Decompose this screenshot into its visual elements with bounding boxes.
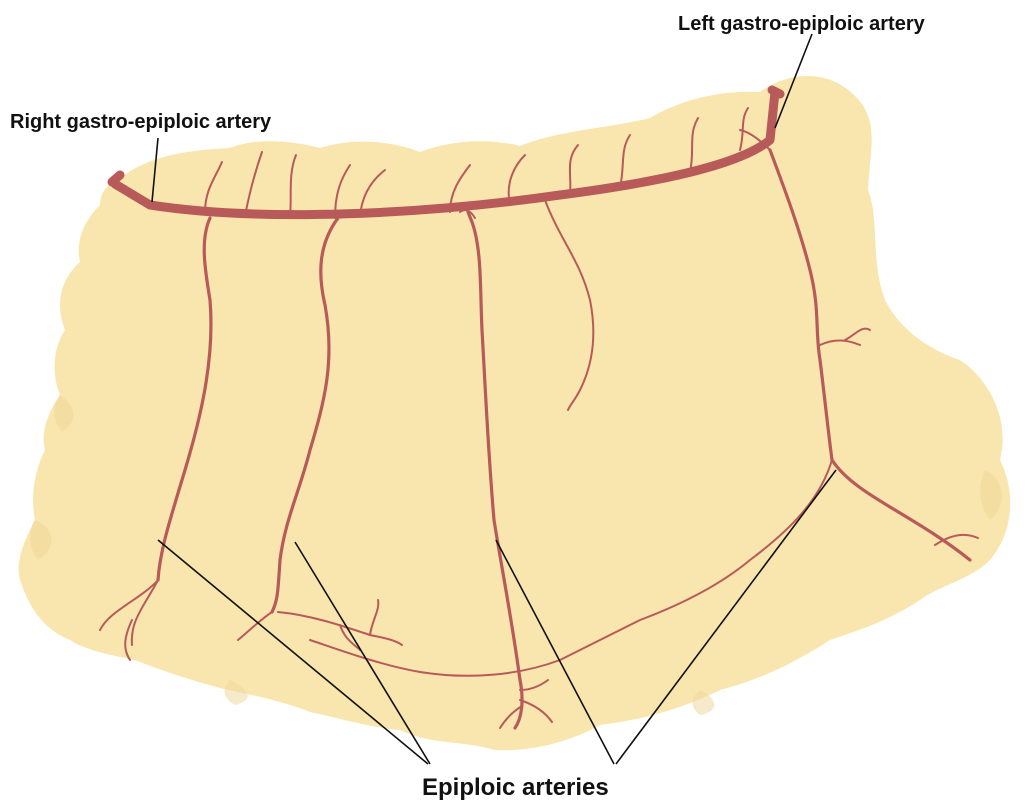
right-artery-cut-end xyxy=(112,175,120,182)
left-artery-cut-end xyxy=(772,90,780,94)
label-right-gastroepiploic-artery: Right gastro-epiploic artery xyxy=(10,111,272,133)
label-left-gastroepiploic-artery: Left gastro-epiploic artery xyxy=(678,13,926,35)
label-epiploic-arteries: Epiploic arteries xyxy=(422,774,609,801)
